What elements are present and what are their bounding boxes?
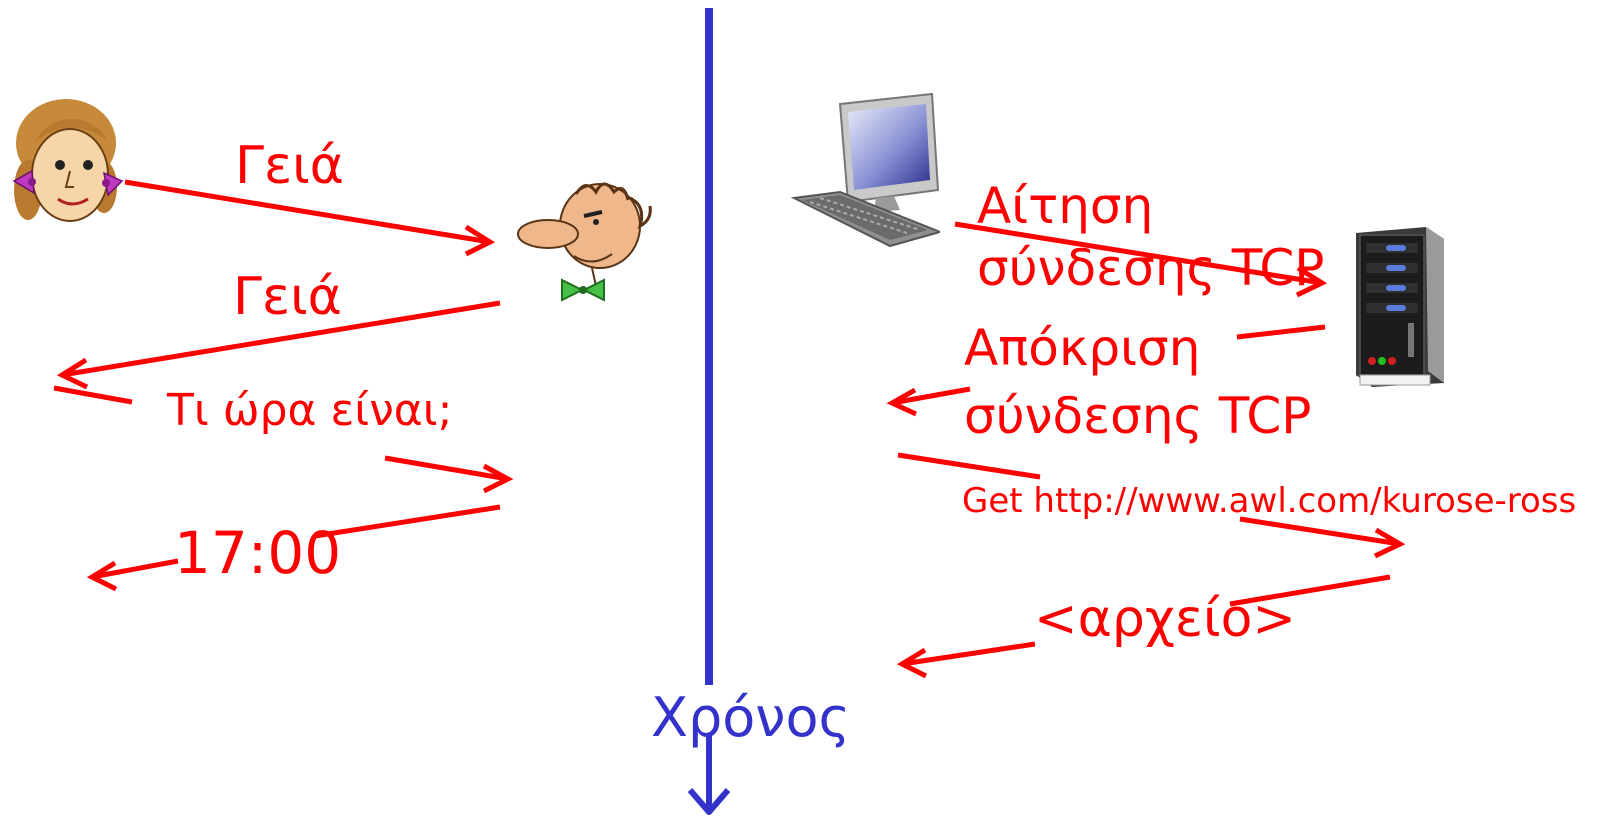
arrow-hello-back	[61, 300, 501, 378]
label-tcp-response-line2: σύνδεσης TCP	[964, 387, 1312, 445]
arrow-get-request-head	[1373, 527, 1406, 559]
label-answer: 17:00	[174, 519, 342, 587]
arrow-question-head	[482, 463, 514, 494]
label-file-reply: <αρχείο>	[1034, 589, 1296, 649]
arrow-file-reply-head	[896, 647, 928, 679]
arrow-get-request	[897, 452, 1041, 480]
arrow-tcp-response	[891, 386, 971, 406]
label-hello-back: Γειά	[233, 267, 342, 327]
man-face-icon	[517, 182, 652, 302]
label-tcp-request-line1: Αίτηση	[977, 177, 1154, 235]
arrow-answer	[314, 504, 501, 539]
arrow-answer-head	[86, 560, 118, 592]
server-tower-icon	[1356, 227, 1444, 387]
arrow-file-reply-tail	[901, 641, 1036, 667]
label-tcp-response-line1: Απόκριση	[964, 319, 1201, 377]
label-get-request: Get http://www.awl.com/kurose-ross	[962, 481, 1577, 521]
desktop-computer-icon	[790, 92, 940, 248]
arrow-file-reply	[1229, 574, 1391, 607]
arrow-tcp-request	[954, 221, 1323, 286]
arrow-question	[384, 455, 509, 482]
arrow-get-request-end	[1239, 516, 1401, 547]
arrow-answer-tail	[91, 558, 179, 580]
label-question: Τι ώρα είναι;	[167, 385, 453, 436]
arrow-question-tail	[53, 385, 133, 405]
arrow-hello-back-head	[56, 357, 89, 390]
timeline-arrow-icon	[687, 735, 731, 815]
label-hello-out: Γειά	[235, 136, 344, 196]
arrow-hello-out-head	[464, 224, 496, 257]
arrow-tcp-response-head	[886, 387, 918, 417]
arrow-hello-out	[124, 179, 491, 245]
label-tcp-request-line2: σύνδεσης TCP	[977, 239, 1325, 297]
timeline-label: Χρόνος	[651, 686, 851, 749]
woman-face-icon	[12, 99, 124, 222]
arrow-tcp-response-tail	[1236, 324, 1326, 340]
arrow-tcp-request-head	[1295, 265, 1328, 298]
